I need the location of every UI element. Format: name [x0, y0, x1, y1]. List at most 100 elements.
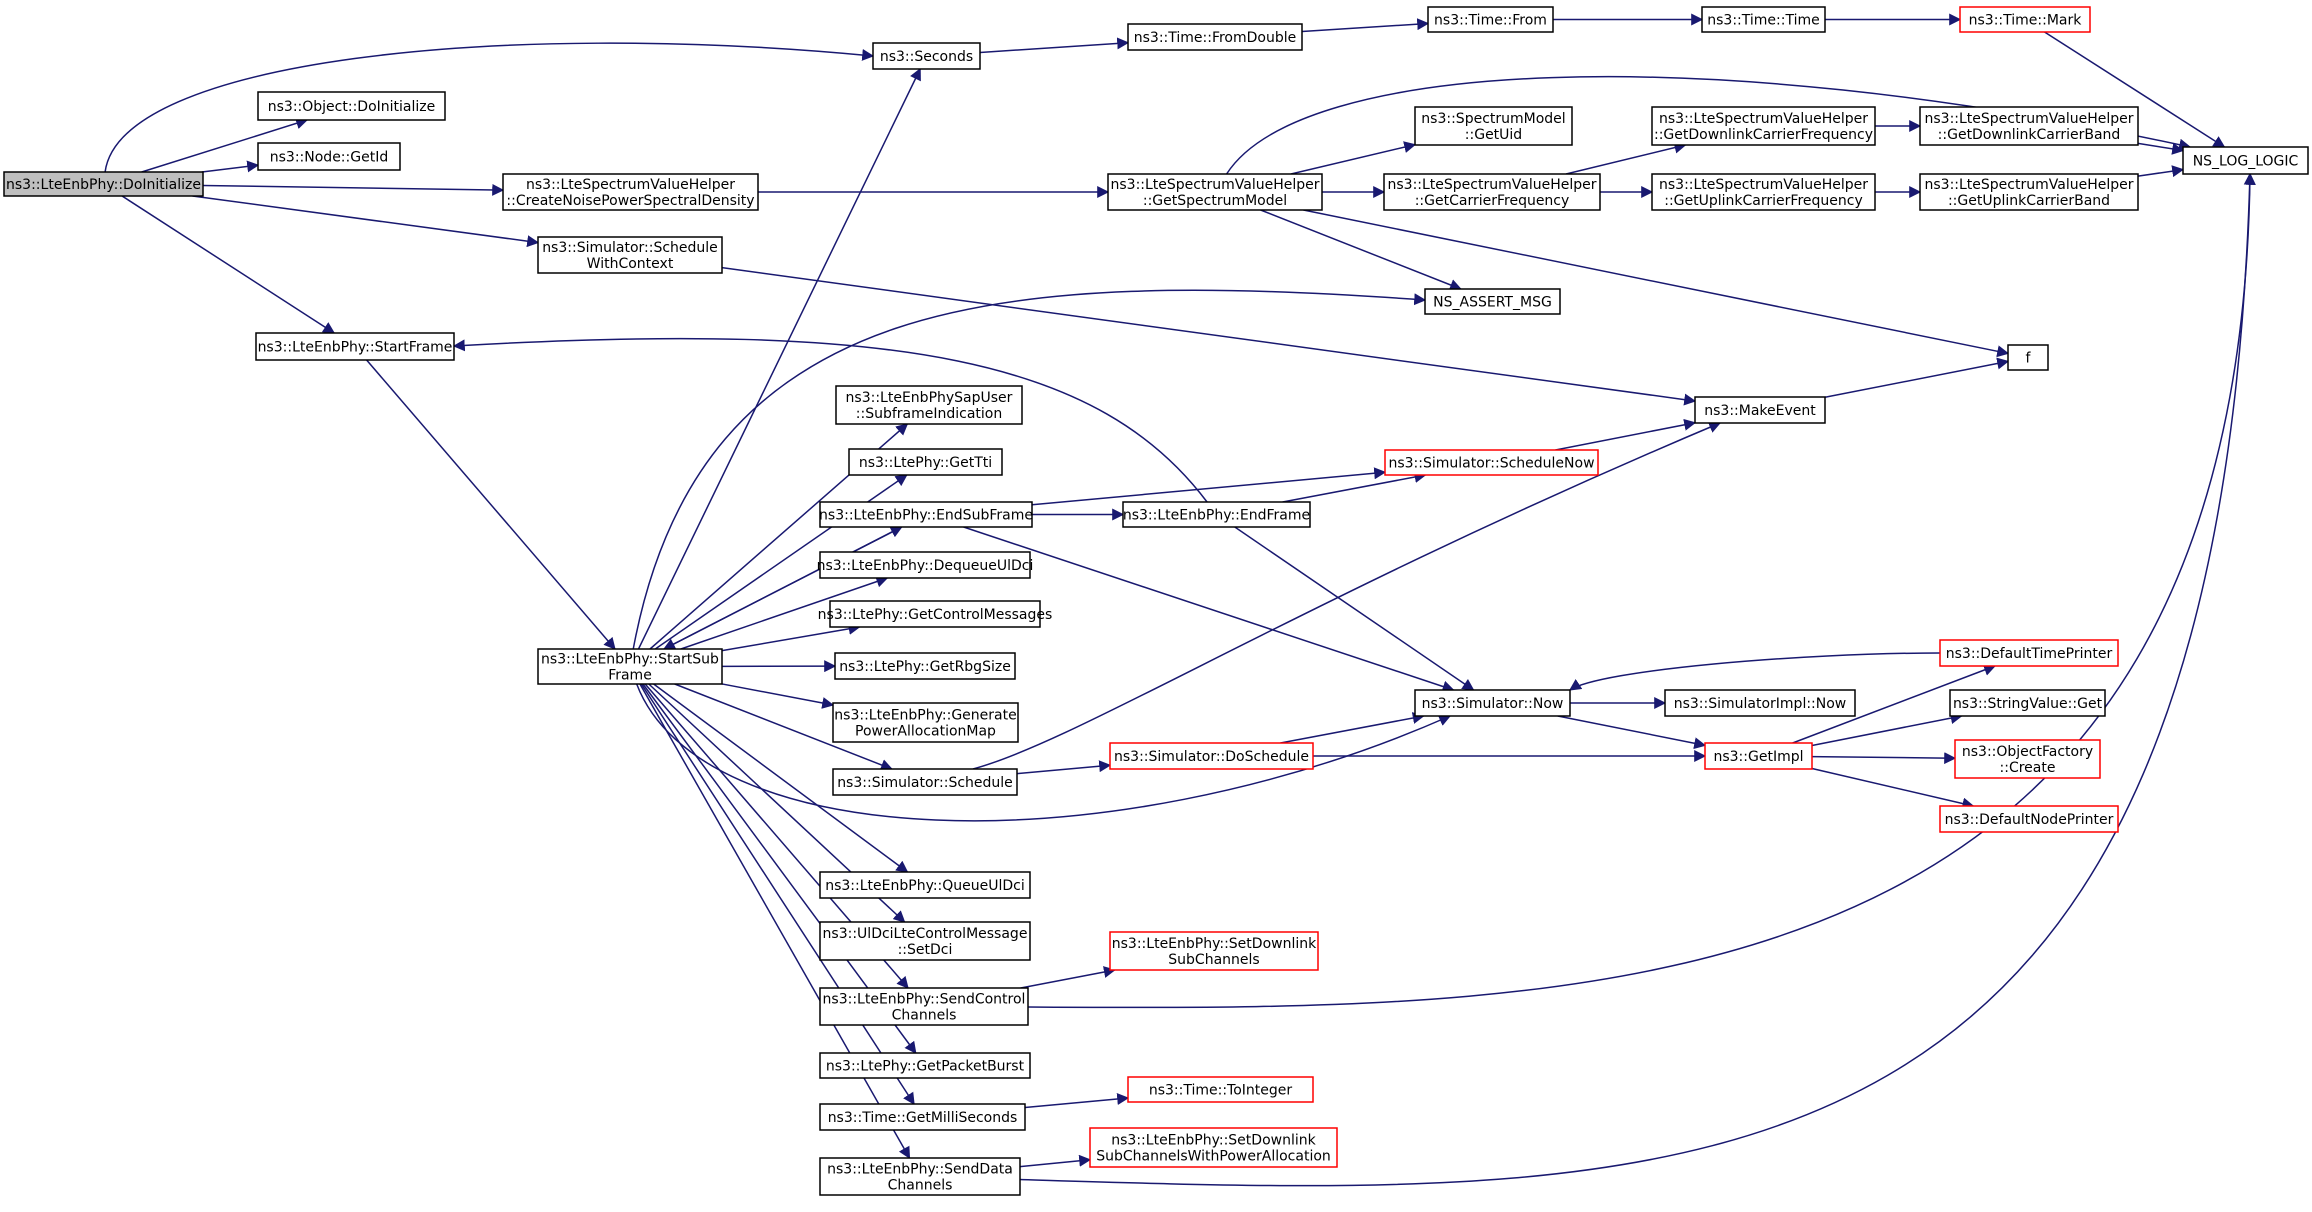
node-box	[829, 600, 1041, 628]
node-default_node_printer[interactable]: ns3::DefaultNodePrinter	[1939, 805, 2119, 833]
edge-root-to-schedule_ctx	[192, 195, 540, 248]
edge-start_subframe-to-get_milliseconds	[640, 683, 915, 1106]
edge-end_subframe-to-sim_now	[963, 526, 1455, 693]
node-start_frame[interactable]: ns3::LteEnbPhy::StartFrame	[255, 332, 455, 361]
node-box	[1109, 742, 1314, 770]
node-spectrum_getuid[interactable]: ns3::SpectrumModel::GetUid	[1414, 106, 1573, 146]
edge-start_subframe-to-queue_ul_dci	[653, 683, 909, 873]
node-box	[1939, 639, 2119, 667]
node-get_dl_carrier_freq[interactable]: ns3::LteSpectrumValueHelper::GetDownlink…	[1651, 106, 1876, 146]
node-time_from[interactable]: ns3::Time::From	[1427, 6, 1554, 33]
node-sap_subframe_ind[interactable]: ns3::LteEnbPhySapUser::SubframeIndicatio…	[835, 385, 1023, 425]
node-label: ns3::Time::Mark	[1969, 13, 2083, 29]
node-node_getid[interactable]: ns3::Node::GetId	[257, 142, 401, 171]
edge-start_frame-to-start_subframe	[366, 359, 616, 650]
edge-get_impl-to-string_value_get	[1811, 712, 1963, 747]
node-get_impl[interactable]: ns3::GetImpl	[1704, 742, 1813, 770]
node-dequeue_ul_dci[interactable]: ns3::LteEnbPhy::DequeueUlDci	[817, 551, 1034, 579]
node-label: ns3::Simulator::ScheduleNow	[1388, 456, 1594, 472]
node-get_milliseconds[interactable]: ns3::Time::GetMilliSeconds	[819, 1103, 1026, 1131]
node-schedule_now[interactable]: ns3::Simulator::ScheduleNow	[1384, 449, 1599, 476]
node-default_time_printer[interactable]: ns3::DefaultTimePrinter	[1939, 639, 2119, 667]
node-label: ns3::StringValue::Get	[1953, 696, 2103, 712]
node-ns_assert_msg[interactable]: NS_ASSERT_MSG	[1424, 288, 1561, 315]
node-get_control_msgs[interactable]: ns3::LtePhy::GetControlMessages	[818, 600, 1053, 628]
edge-start_subframe-to-dequeue_ul_dci	[680, 575, 889, 650]
node-label: ::SubframeIndication	[856, 406, 1002, 422]
node-from_double[interactable]: ns3::Time::FromDouble	[1127, 23, 1303, 51]
node-label: ::SetDci	[898, 942, 953, 958]
node-box	[537, 648, 723, 685]
node-box	[1384, 449, 1599, 476]
node-get_ul_carrier_band[interactable]: ns3::LteSpectrumValueHelper::GetUplinkCa…	[1919, 173, 2139, 211]
node-do_schedule[interactable]: ns3::Simulator::DoSchedule	[1109, 742, 1314, 770]
node-create_noise[interactable]: ns3::LteSpectrumValueHelper::CreateNoise…	[502, 173, 759, 211]
node-make_event[interactable]: ns3::MakeEvent	[1694, 396, 1826, 424]
node-ns_log_logic[interactable]: NS_LOG_LOGIC	[2182, 146, 2309, 175]
node-box	[832, 702, 1019, 743]
node-set_dl_subchannels_power[interactable]: ns3::LteEnbPhy::SetDownlinkSubChannelsWi…	[1089, 1127, 1338, 1168]
node-to_integer[interactable]: ns3::Time::ToInteger	[1127, 1076, 1314, 1103]
edge-end_frame-to-schedule_now	[1282, 471, 1427, 503]
node-box	[819, 551, 1031, 579]
node-label: ns3::UlDciLteControlMessage	[823, 926, 1028, 942]
node-root[interactable]: ns3::LteEnbPhy::DoInitialize	[3, 171, 204, 197]
node-label: ns3::LteEnbPhy::SetDownlink	[1111, 1133, 1316, 1149]
node-label: ns3::LtePhy::GetRbgSize	[839, 659, 1011, 675]
edge-root-to-node_getid	[201, 160, 260, 173]
node-obj_doinit[interactable]: ns3::Object::DoInitialize	[257, 91, 446, 121]
node-time_mark[interactable]: ns3::Time::Mark	[1959, 6, 2091, 33]
edge-start_subframe-to-gen_power_alloc	[721, 683, 835, 709]
node-simimpl_now[interactable]: ns3::SimulatorImpl::Now	[1664, 689, 1856, 717]
node-box	[819, 1157, 1021, 1196]
node-box	[1424, 288, 1561, 315]
node-label: ::GetSpectrumModel	[1143, 193, 1287, 209]
edge-seconds-to-from_double	[979, 37, 1130, 54]
node-box	[3, 171, 204, 197]
node-end_frame[interactable]: ns3::LteEnbPhy::EndFrame	[1122, 501, 1311, 528]
node-box	[1704, 742, 1813, 770]
node-queue_ul_dci[interactable]: ns3::LteEnbPhy::QueueUlDci	[819, 871, 1031, 899]
node-label: ns3::LteEnbPhy::SendData	[827, 1162, 1013, 1178]
edge-start_subframe-to-ns_assert_msg	[632, 289, 1427, 650]
node-get_ul_carrier_freq[interactable]: ns3::LteSpectrumValueHelper::GetUplinkCa…	[1651, 173, 1876, 211]
node-box	[2007, 344, 2049, 371]
node-box	[819, 1052, 1031, 1079]
node-get_tti[interactable]: ns3::LtePhy::GetTti	[848, 448, 1003, 476]
edge-end_frame-to-start_frame	[452, 337, 1208, 503]
node-object_factory_create[interactable]: ns3::ObjectFactory::Create	[1954, 739, 2101, 779]
node-sim_schedule[interactable]: ns3::Simulator::Schedule	[832, 768, 1018, 796]
node-sim_now[interactable]: ns3::Simulator::Now	[1414, 689, 1571, 717]
edge-get_ul_carrier_band-to-ns_log_logic	[2137, 165, 2185, 178]
node-get_carrier_freq[interactable]: ns3::LteSpectrumValueHelper::GetCarrierF…	[1383, 173, 1601, 211]
node-label: ns3::LteEnbPhy::EndSubFrame	[819, 508, 1033, 524]
node-label: ::GetCarrierFrequency	[1415, 193, 1570, 209]
node-gen_power_alloc[interactable]: ns3::LteEnbPhy::GeneratePowerAllocationM…	[832, 702, 1019, 743]
node-label: ns3::LteEnbPhy::DequeueUlDci	[817, 558, 1034, 574]
node-box	[1127, 1076, 1314, 1103]
node-end_subframe[interactable]: ns3::LteEnbPhy::EndSubFrame	[819, 501, 1033, 528]
node-get_rbg_size[interactable]: ns3::LtePhy::GetRbgSize	[834, 652, 1016, 680]
node-get_dl_carrier_band[interactable]: ns3::LteSpectrumValueHelper::GetDownlink…	[1919, 106, 2139, 146]
node-label: SubChannelsWithPowerAllocation	[1096, 1149, 1331, 1165]
node-label: ns3::ObjectFactory	[1962, 744, 2093, 760]
node-get_packet_burst[interactable]: ns3::LtePhy::GetPacketBurst	[819, 1052, 1031, 1079]
node-string_value_get[interactable]: ns3::StringValue::Get	[1949, 689, 2106, 717]
edge-send_data_channels-to-ns_log_logic	[1019, 172, 2256, 1187]
edge-make_event-to-f	[1824, 357, 2010, 399]
node-label: ns3::LtePhy::GetTti	[859, 455, 992, 471]
edge-root-to-start_frame	[121, 195, 336, 334]
node-label: ns3::LteSpectrumValueHelper	[1925, 111, 2134, 127]
node-label: ns3::LteEnbPhy::SetDownlink	[1112, 936, 1317, 952]
node-ul_dci_set_dci[interactable]: ns3::UlDciLteControlMessage::SetDci	[819, 921, 1031, 961]
node-f[interactable]: f	[2007, 344, 2049, 371]
node-get_spectrum_model[interactable]: ns3::LteSpectrumValueHelper::GetSpectrum…	[1107, 173, 1323, 211]
node-seconds[interactable]: ns3::Seconds	[872, 42, 981, 70]
node-time_time[interactable]: ns3::Time::Time	[1701, 6, 1826, 33]
edge-send_data_channels-to-set_dl_subchannels_power	[1019, 1154, 1092, 1168]
